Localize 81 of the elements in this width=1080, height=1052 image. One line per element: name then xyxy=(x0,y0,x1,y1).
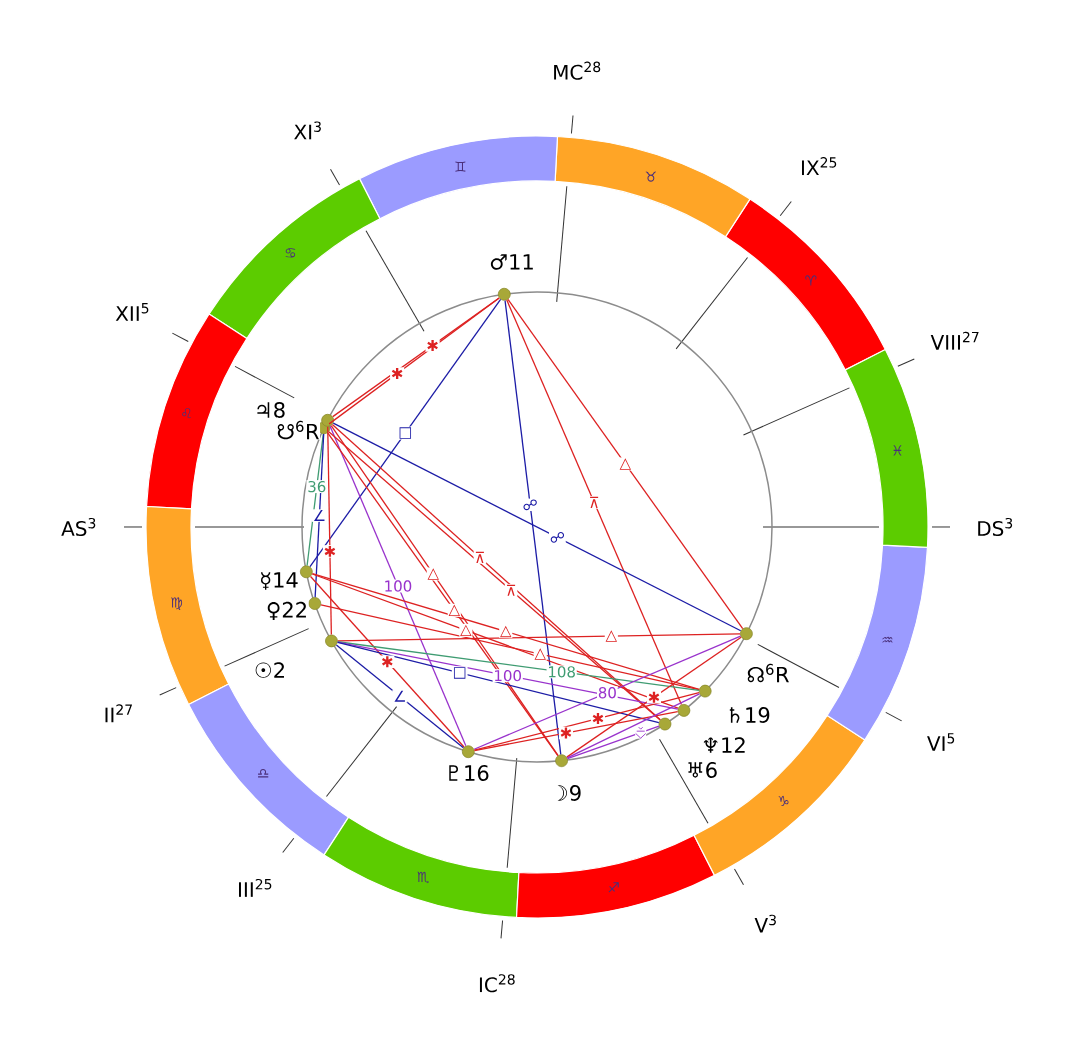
aspect-label: 36 xyxy=(306,480,328,494)
house-label: IX$^{25}$ xyxy=(802,157,837,176)
house-label: III$^{25}$ xyxy=(239,878,272,897)
aspect-label: △ xyxy=(604,629,618,643)
aspect-line xyxy=(309,298,502,568)
aspect-line xyxy=(306,433,324,567)
aspect-line xyxy=(337,641,700,691)
house-label: AS$^{3}$ xyxy=(61,517,96,537)
house-label: MC$^{28}$ xyxy=(554,61,601,80)
planet-label: ☊$^{6}$R xyxy=(745,663,791,683)
aspect-line xyxy=(337,633,741,642)
planet-label: ♆12 xyxy=(700,736,748,754)
aspect-line xyxy=(473,635,742,750)
aspect-label: ∠ xyxy=(392,690,408,703)
aspect-line xyxy=(566,636,742,758)
aspect-label: ✱ xyxy=(425,339,440,352)
aspect-line xyxy=(332,422,742,632)
zodiac-segment: ♍ xyxy=(145,505,230,706)
aspect-line xyxy=(311,573,700,690)
aspect-label: △ xyxy=(459,623,473,637)
zodiac-segment: ♋ xyxy=(208,178,381,340)
house-label: V$^{3}$ xyxy=(754,914,776,933)
aspect-label: 80 xyxy=(597,686,618,700)
aspect-label: ☍ xyxy=(521,498,539,511)
planet-label: ☿14 xyxy=(258,571,300,591)
zodiac-segment: ♓ xyxy=(844,348,929,549)
planet-label: ♇16 xyxy=(443,764,491,782)
aspect-label: 100 xyxy=(382,579,414,593)
house-label: DS$^{3}$ xyxy=(978,517,1013,537)
aspect-label: ⊼ xyxy=(587,496,601,509)
aspect-line xyxy=(473,692,700,751)
aspect-label: △ xyxy=(499,624,513,638)
aspect-label: ☍ xyxy=(549,531,566,544)
zodiac-segment: ♏ xyxy=(323,816,520,919)
planet-label: ♂11 xyxy=(488,253,536,271)
house-label: VI$^{5}$ xyxy=(927,733,955,751)
aspect-label: ∠ xyxy=(311,509,327,522)
zodiac-segment: ♉ xyxy=(554,135,751,238)
aspect-line xyxy=(320,604,700,691)
aspect-label: △ xyxy=(426,567,440,581)
zodiac-segment: ♐ xyxy=(515,834,716,919)
aspect-line xyxy=(311,573,679,709)
aspect-label: 100 xyxy=(492,669,523,683)
aspect-line xyxy=(309,575,465,748)
planet-label: ♃8 xyxy=(253,401,287,419)
aspect-label: △ xyxy=(447,603,461,617)
planet-label: ☋$^{6}$R xyxy=(275,420,321,440)
zodiac-segment: ♌ xyxy=(145,313,248,510)
house-label: VIII$^{27}$ xyxy=(930,331,979,350)
zodiac-segment: ♎ xyxy=(188,683,350,856)
zodiac-segment: ♊ xyxy=(358,135,559,220)
aspect-label: ⊼ xyxy=(473,551,487,564)
aspect-line xyxy=(566,725,660,760)
house-label: IC$^{28}$ xyxy=(479,974,515,993)
aspect-line xyxy=(566,693,701,759)
planet-label: ♀22 xyxy=(265,601,309,621)
aspect-label: 108 xyxy=(546,665,577,679)
aspect-label: ✱ xyxy=(590,712,606,725)
aspect-label: ⊼ xyxy=(504,583,518,597)
aspect-line xyxy=(335,644,464,749)
planet-label: ☉2 xyxy=(253,661,287,679)
aspect-label: ✱ xyxy=(322,545,337,558)
aspect-line xyxy=(504,299,562,756)
house-label: II$^{27}$ xyxy=(105,704,132,723)
aspect-line xyxy=(337,641,660,724)
house-label: XI$^{3}$ xyxy=(294,121,321,140)
aspect-line xyxy=(473,710,679,752)
aspect-line xyxy=(329,425,467,747)
planet-label: ☽9 xyxy=(549,784,583,802)
aspect-line xyxy=(507,298,744,630)
aspect-line xyxy=(327,426,332,636)
aspect-label: □ xyxy=(397,426,414,440)
zodiac-segment: ♈ xyxy=(724,198,886,371)
aspect-label: △ xyxy=(533,647,547,661)
aspect-label: □ xyxy=(451,666,468,680)
aspect-line xyxy=(506,299,683,706)
aspect-label: ✱ xyxy=(646,690,662,704)
aspect-label: △ xyxy=(618,457,632,471)
aspect-label: ✱ xyxy=(390,367,405,380)
aspect-line xyxy=(314,433,325,598)
aspect-label: ✱ xyxy=(380,655,395,669)
